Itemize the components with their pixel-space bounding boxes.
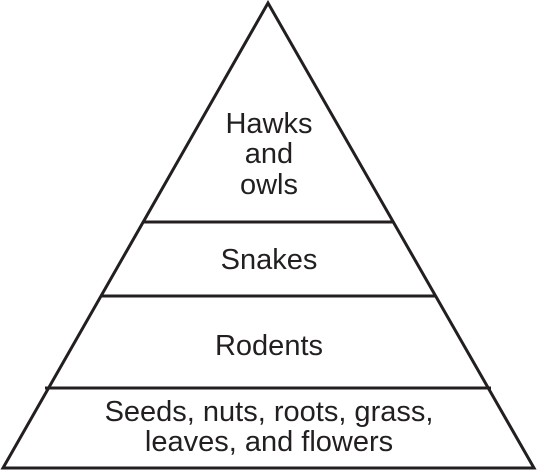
tier-producers-line-1: Seeds, nuts, roots, grass,	[105, 396, 434, 428]
tier-rodents-label: Rodents	[215, 330, 323, 362]
tier-apex-line-1: Hawks	[225, 108, 312, 140]
tier-primary-consumers: Rodents	[215, 330, 323, 362]
tier-secondary-consumers: Snakes	[221, 244, 318, 276]
tier-producers: Seeds, nuts, roots, grass, leaves, and f…	[105, 396, 434, 458]
tier-producers-line-2: leaves, and flowers	[145, 426, 393, 458]
tier-apex-line-3: owls	[240, 169, 298, 201]
tier-snakes-label: Snakes	[221, 244, 318, 276]
tier-apex-predators: Hawks and owls	[225, 108, 312, 201]
tier-apex-line-2: and	[245, 138, 293, 170]
